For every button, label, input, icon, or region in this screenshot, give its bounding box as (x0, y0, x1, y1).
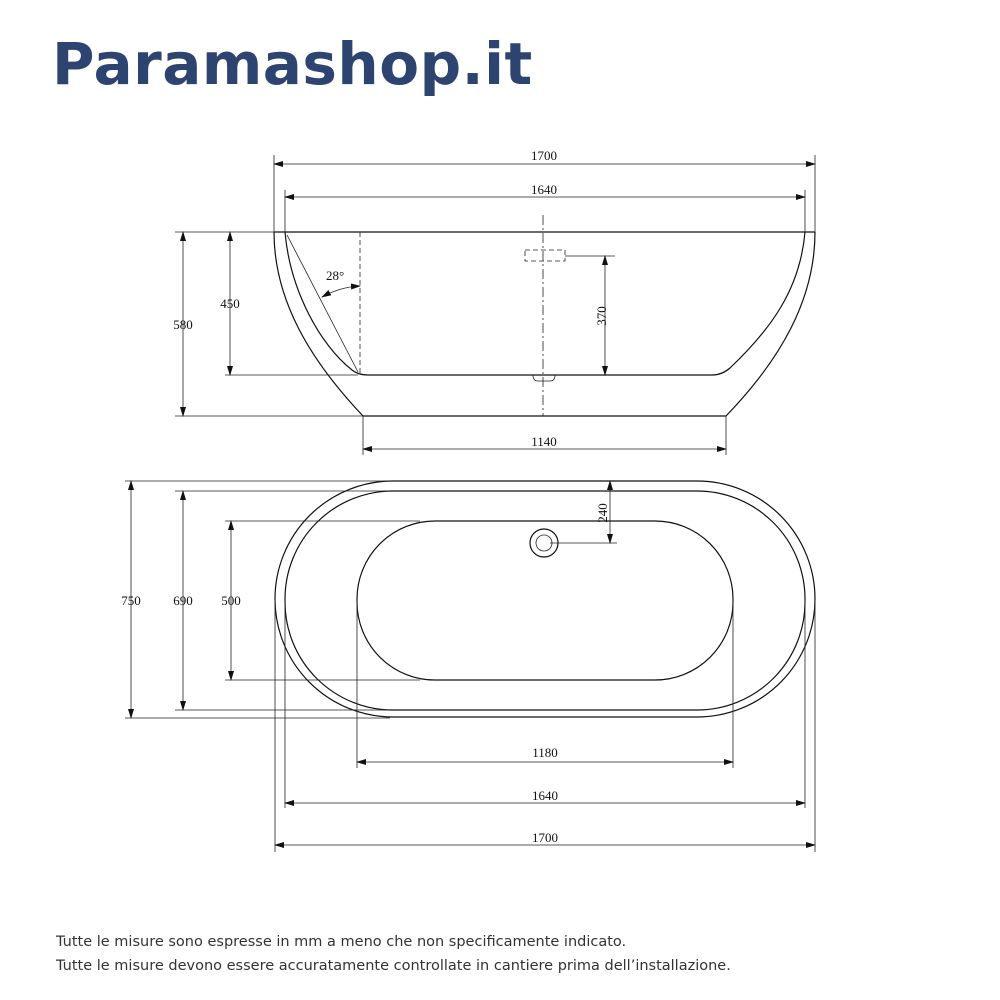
dim-label: 450 (220, 296, 240, 311)
dim-label: 1640 (531, 182, 557, 197)
basin (356, 520, 734, 681)
angle-label: 28° (326, 268, 344, 283)
outer-rim (274, 480, 816, 718)
dim-label: 1700 (532, 830, 558, 845)
dim-label: 1700 (531, 148, 557, 163)
dim-label: 370 (594, 306, 609, 326)
drain-outlet (532, 374, 556, 382)
dim-label: 500 (221, 593, 241, 608)
side-view: 28° 1700 1640 1140 580 450 370 (173, 148, 816, 455)
angle-arc (321, 283, 361, 298)
inner-rim (284, 490, 806, 711)
inner-basin (284, 231, 806, 376)
dim-label: 580 (173, 317, 193, 332)
dim-label: 1640 (532, 788, 558, 803)
top-view: 750 690 500 240 1180 1640 1700 (121, 480, 816, 852)
footnote-verify: Tutte le misure devono essere accuratame… (56, 958, 731, 974)
dim-label: 1180 (532, 745, 558, 760)
footnote-units: Tutte le misure sono espresse in mm a me… (56, 934, 627, 950)
outer-shell (273, 231, 816, 417)
dim-label: 750 (121, 593, 141, 608)
overflow-outlet (524, 249, 566, 262)
brand-logo: Paramashop.it (52, 30, 533, 98)
drain-inner (535, 534, 553, 552)
dim-label: 690 (173, 593, 193, 608)
dim-label: 1140 (531, 434, 557, 449)
backrest-line (286, 234, 359, 373)
dim-label: 240 (595, 503, 610, 523)
